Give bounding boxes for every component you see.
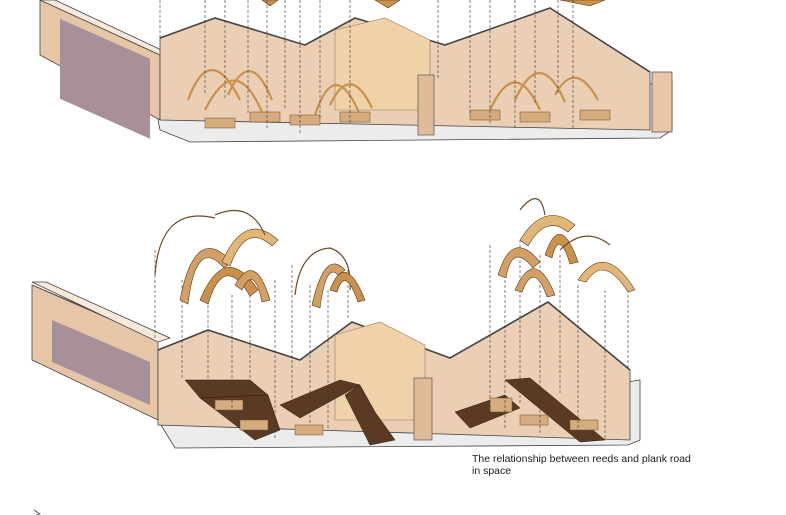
reed-arch-outline: [154, 215, 216, 276]
top-wall-panel: [60, 18, 150, 139]
bottom-leader-lines: [154, 240, 629, 440]
top-reed-cluster-left: [186, 69, 274, 113]
reed-arch-outline: [294, 247, 351, 296]
reed-arch: [311, 263, 346, 309]
reed-arch: [221, 228, 279, 267]
caption-line-2: in space: [472, 465, 512, 477]
plank-road: [184, 377, 606, 446]
reed-arch: [514, 268, 556, 298]
diagram-caption: The relationship between reeds and plank…: [472, 453, 732, 477]
reed-arch-cluster-left: [154, 209, 279, 305]
reed-arch-cluster-right: [497, 198, 636, 298]
reed-arch-outline: [519, 198, 546, 216]
top-zigzag-wall-edge: [159, 7, 651, 73]
bottom-lit-room: [334, 321, 426, 421]
reed-arch: [234, 270, 271, 303]
bottom-axonometric-plan: [31, 198, 641, 449]
reed-arch: [577, 262, 636, 293]
top-reed-cluster-mid: [313, 83, 373, 116]
reed-arch: [497, 247, 541, 279]
bottom-furniture: [214, 397, 599, 436]
top-end-pilaster: [651, 71, 673, 133]
reed-arch-outline: [559, 235, 611, 251]
top-axonometric-plan: [39, 0, 673, 143]
reed-arch: [519, 215, 576, 247]
top-column: [417, 74, 435, 136]
reed-arch: [544, 233, 579, 265]
bottom-wall-panel: [52, 320, 150, 405]
reed-arch: [329, 271, 366, 303]
top-leader-lines: [159, 0, 574, 135]
top-furniture: [204, 109, 611, 129]
reed-arch-outline: [214, 209, 266, 236]
top-exploded-pieces: [261, 0, 606, 9]
bottom-left-wall-cap: [31, 281, 172, 343]
bottom-column: [413, 377, 433, 441]
reed-arch-cluster-mid: [294, 247, 366, 309]
corner-mark: [33, 509, 41, 515]
caption-line-1: The relationship between reeds and plank…: [472, 453, 691, 465]
